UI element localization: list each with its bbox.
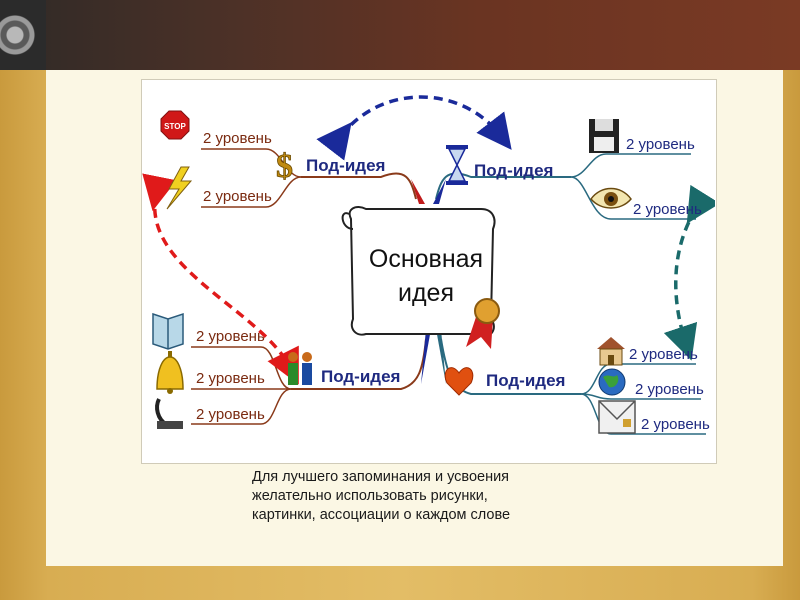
sub-idea-top-right: Под-идея: [474, 161, 553, 180]
eye-icon: [590, 187, 632, 209]
level-label: 2 уровень: [626, 136, 695, 153]
branch-top-left: [301, 172, 417, 200]
level-label: 2 уровень: [196, 328, 265, 345]
center-connector-blue-down: [421, 329, 431, 384]
corner-decoration: [0, 0, 46, 70]
people-icon: [288, 352, 312, 385]
mind-map-diagram: Основная идея Под-идея Под-идея Под-идея…: [142, 95, 715, 435]
branch-line: [570, 176, 696, 220]
branch-line: [580, 393, 706, 435]
arrow-top-blue: [316, 95, 512, 161]
main-idea-line1: Основная: [369, 245, 483, 273]
center-connector-teal-down: [436, 329, 446, 384]
caption-line: картинки, ассоциации о каждом слове: [252, 507, 511, 523]
stop-sign-icon: STOP: [160, 110, 190, 140]
branch-line: [191, 388, 292, 425]
level-label: 2 уровень: [629, 346, 698, 363]
level-label: 2 уровень: [635, 381, 704, 398]
caption-text: Для лучшего запоминания и усвоения желат…: [252, 468, 612, 525]
sub-idea-top-left: Под-идея: [306, 156, 385, 175]
lightning-icon: [166, 166, 193, 210]
envelope-icon: [598, 400, 636, 434]
branch-top-right: [435, 172, 571, 200]
level-label: 2 уровень: [633, 201, 702, 218]
stop-sign-text: STOP: [164, 122, 186, 131]
svg-text:$: $: [276, 148, 293, 185]
branch-line: [580, 393, 701, 400]
level-label: 2 уровень: [196, 370, 265, 387]
level-label: 2 уровень: [196, 406, 265, 423]
sub-idea-bottom-right: Под-идея: [486, 371, 565, 390]
branch-line: [570, 153, 691, 178]
level-label: 2 уровень: [203, 188, 272, 205]
caption-line: Для лучшего запоминания и усвоения: [252, 469, 510, 485]
bell-icon: [156, 351, 184, 394]
dollar-icon: $: [276, 148, 294, 186]
globe-icon: [598, 368, 626, 396]
house-icon: [597, 337, 625, 366]
sub-idea-bottom-left: Под-идея: [321, 367, 400, 386]
main-idea-line2: идея: [398, 279, 454, 307]
center-connector-blue: [433, 179, 446, 204]
arrow-left-red: [142, 173, 299, 385]
level-label: 2 уровень: [641, 416, 710, 433]
title-band: [0, 0, 800, 70]
ribbon-seal-icon: [466, 298, 500, 349]
hourglass-icon: [446, 145, 468, 185]
book-icon: [152, 312, 184, 350]
phone-icon: [155, 398, 183, 429]
arrow-right-teal: [663, 184, 715, 361]
floppy-disk-icon: [589, 119, 619, 153]
caption-line: желательно использовать рисунки,: [252, 488, 488, 504]
level-label: 2 уровень: [203, 130, 272, 147]
center-connector-red: [411, 179, 425, 204]
heart-icon: [444, 367, 474, 396]
